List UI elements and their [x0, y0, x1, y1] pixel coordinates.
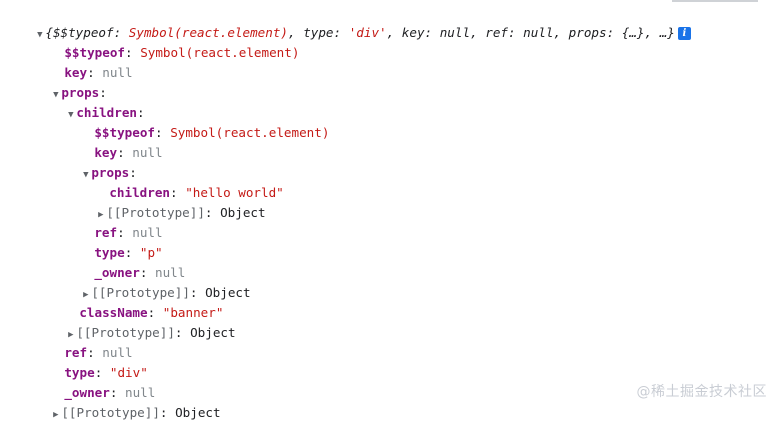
prop-key: [[Prototype]] [61, 405, 160, 420]
summary-typeof-value: Symbol(react.element) [128, 25, 289, 40]
top-divider [672, 0, 758, 2]
tree-row-typeof: $$typeof: Symbol(react.element) [64, 45, 300, 60]
prop-key: [[Prototype]] [91, 285, 190, 300]
prop-value: Object [220, 205, 266, 220]
prop-key: children [76, 105, 138, 120]
prop-key: $$typeof [64, 45, 126, 60]
summary-props-key: props [568, 25, 607, 40]
tree-row-child-props-children: children: "hello world" [109, 185, 284, 200]
prop-value: null [102, 65, 133, 80]
tree-row-props[interactable]: ▼props: [20, 63, 107, 100]
prop-key: ref [64, 345, 88, 360]
prop-value: null [125, 385, 156, 400]
summary-key-key: key [401, 25, 425, 40]
tree-row-child-props[interactable]: ▼props: [50, 143, 137, 180]
prop-value: null [102, 345, 133, 360]
prop-value: "div" [109, 365, 148, 380]
tree-row-child-ref: ref: null [94, 225, 163, 240]
tree-row-key: key: null [64, 65, 133, 80]
expanded-triangle-icon[interactable]: ▼ [37, 30, 43, 40]
collapsed-triangle-icon[interactable]: ▶ [98, 210, 104, 220]
prop-key: props [61, 85, 100, 100]
tree-row-child-props-prototype[interactable]: ▶[[Prototype]]: Object [65, 183, 265, 220]
prop-key: props [91, 165, 130, 180]
summary-ref-value: null [523, 25, 554, 40]
prop-value: "banner" [162, 305, 224, 320]
prop-key: $$typeof [94, 125, 156, 140]
tree-row-prototype[interactable]: ▶[[Prototype]]: Object [20, 383, 220, 420]
tree-row-children[interactable]: ▼children: [35, 83, 144, 120]
tree-row-classname: className: "banner" [79, 305, 224, 320]
prop-key: ref [94, 225, 118, 240]
prop-value: "p" [139, 245, 163, 260]
prop-value: null [132, 145, 163, 160]
expanded-triangle-icon[interactable]: ▼ [53, 90, 59, 100]
watermark: @稀土掘金技术社区 [636, 384, 767, 400]
summary-type-key: type [303, 25, 334, 40]
prop-value: Symbol(react.element) [140, 45, 300, 60]
summary-ref-key: ref [485, 25, 508, 40]
tree-row-summary[interactable]: ▼{$$typeof: Symbol(react.element), type:… [4, 3, 691, 40]
summary-key-value: null [439, 25, 471, 40]
tree-row-child-owner: _owner: null [94, 265, 186, 280]
prop-key: children [109, 185, 171, 200]
prop-value: Symbol(react.element) [170, 125, 330, 140]
prop-value: null [155, 265, 186, 280]
expanded-triangle-icon[interactable]: ▼ [83, 170, 89, 180]
prop-key: key [64, 65, 88, 80]
tree-row-owner: _owner: null [64, 385, 156, 400]
prop-value: Object [190, 325, 236, 340]
open-brace: { [45, 25, 53, 40]
tree-row-type: type: "div" [64, 365, 148, 380]
prop-value: "hello world" [185, 185, 284, 200]
prop-value: null [132, 225, 163, 240]
prop-value: Object [175, 405, 221, 420]
tree-row-child-prototype[interactable]: ▶[[Prototype]]: Object [50, 263, 250, 300]
prop-key: className [79, 305, 148, 320]
expanded-triangle-icon[interactable]: ▼ [68, 110, 74, 120]
tree-row-ref: ref: null [64, 345, 133, 360]
tree-row-child-type: type: "p" [94, 245, 163, 260]
summary-ellipsis: …} [659, 25, 675, 40]
prop-key: [[Prototype]] [106, 205, 205, 220]
prop-key: type [64, 365, 95, 380]
prop-key: [[Prototype]] [76, 325, 175, 340]
prop-key: key [94, 145, 118, 160]
collapsed-triangle-icon[interactable]: ▶ [83, 290, 89, 300]
prop-key: _owner [94, 265, 140, 280]
tree-row-props-prototype[interactable]: ▶[[Prototype]]: Object [35, 303, 235, 340]
collapsed-triangle-icon[interactable]: ▶ [53, 410, 59, 420]
tree-row-child-key: key: null [94, 145, 163, 160]
summary-typeof-key: $$typeof [52, 25, 114, 40]
prop-key: type [94, 245, 125, 260]
prop-key: _owner [64, 385, 110, 400]
tree-row-child-typeof: $$typeof: Symbol(react.element) [94, 125, 330, 140]
summary-props-value: {…} [621, 25, 645, 40]
prop-value: Object [205, 285, 251, 300]
collapsed-triangle-icon[interactable]: ▶ [68, 330, 74, 340]
info-icon[interactable]: i [677, 27, 691, 40]
summary-type-value: 'div' [348, 25, 387, 40]
